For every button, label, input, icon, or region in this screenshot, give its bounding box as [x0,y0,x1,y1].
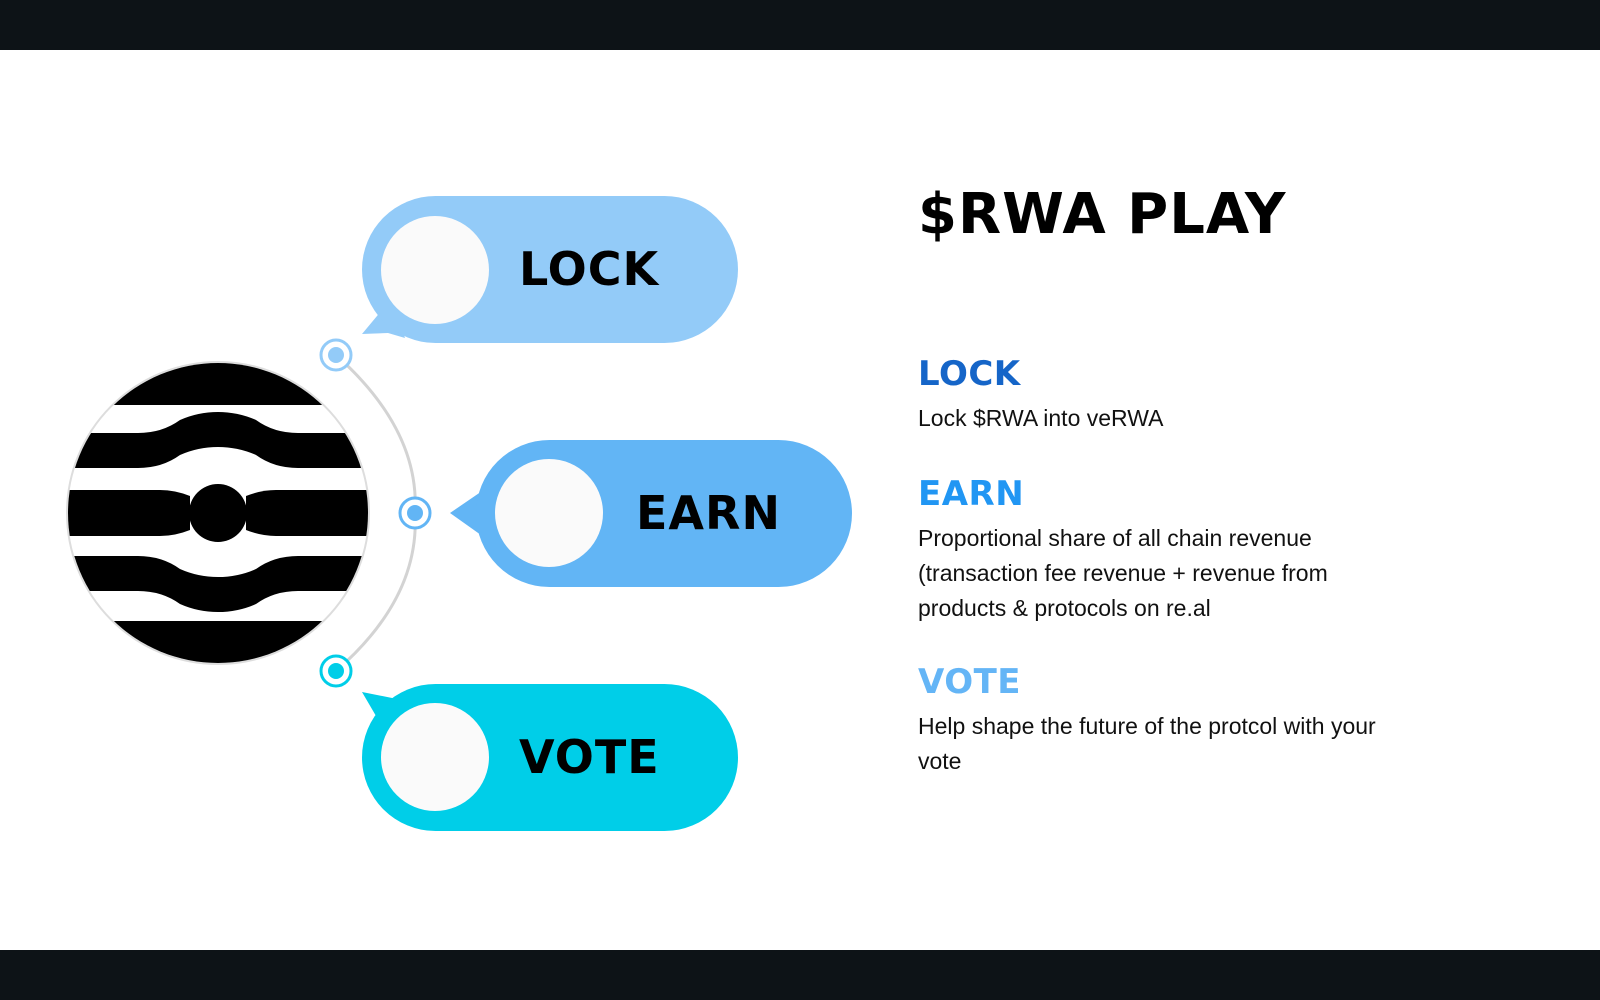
vote-pill [362,684,738,831]
earn-description: Proportional share of all chain revenue … [918,525,1328,622]
earn-node [398,496,432,530]
vote-node [319,654,353,688]
lock-description: Lock $RWA into veRWA [918,405,1164,432]
lock-node [319,338,353,372]
lock-pill [362,196,738,343]
earn-heading: EARN [918,474,1025,514]
lock-pill-label: LOCK [519,242,660,296]
diagram-graphics [66,196,852,831]
earn-section: EARN Proportional share of all chain rev… [918,474,1438,626]
rwa-logo-icon [66,361,370,665]
feature-diagram: LOCK EARN VOTE [0,50,880,950]
bottom-frame-bar [0,950,1600,1000]
page-title: $RWA PLAY [918,182,1287,247]
top-frame-bar [0,0,1600,50]
lock-section: LOCK Lock $RWA into veRWA [918,354,1438,436]
slide: LOCK EARN VOTE $RWA PLAY LOCK Lock $RWA … [0,50,1600,950]
vote-description: Help shape the future of the protcol wit… [918,713,1376,775]
earn-pill [450,440,852,587]
vote-pill-label: VOTE [519,730,660,784]
vote-section: VOTE Help shape the future of the protco… [918,662,1438,779]
earn-pill-label: EARN [636,486,781,540]
vote-heading: VOTE [918,662,1022,702]
lock-heading: LOCK [918,354,1021,394]
description-panel: $RWA PLAY LOCK Lock $RWA into veRWA EARN… [918,50,1538,950]
